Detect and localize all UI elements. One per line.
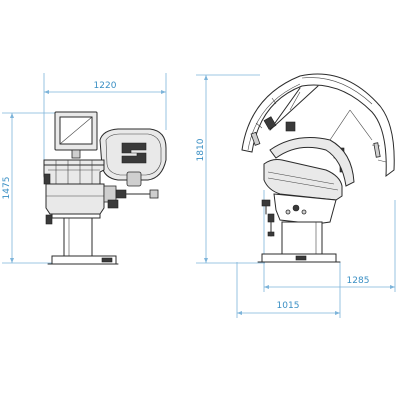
front-height-label: 1475: [2, 177, 12, 200]
side-depth-base-dimension: 1015: [236, 262, 341, 318]
side-depth-total-label: 1285: [347, 276, 370, 286]
front-height-dimension: 1475: [2, 112, 55, 264]
front-pedestal: [45, 213, 119, 265]
side-hood: [241, 73, 395, 178]
side-view-machine: [241, 73, 395, 263]
side-pedestal: [257, 221, 341, 263]
side-height-label: 1810: [196, 138, 206, 161]
side-height-dimension: 1810: [196, 74, 265, 264]
front-tray: [43, 159, 105, 185]
front-width-dimension: 1220: [43, 73, 167, 160]
side-depth-total-dimension: 1285: [263, 190, 396, 292]
front-width-label: 1220: [94, 81, 117, 91]
front-view-machine: [43, 111, 167, 265]
front-cabinet: [45, 183, 159, 215]
side-cabinet-top: [263, 159, 343, 201]
monitor: [54, 111, 98, 159]
front-hood: [99, 128, 167, 187]
side-depth-base-label: 1015: [277, 301, 300, 311]
side-inner-hood: [269, 137, 355, 187]
